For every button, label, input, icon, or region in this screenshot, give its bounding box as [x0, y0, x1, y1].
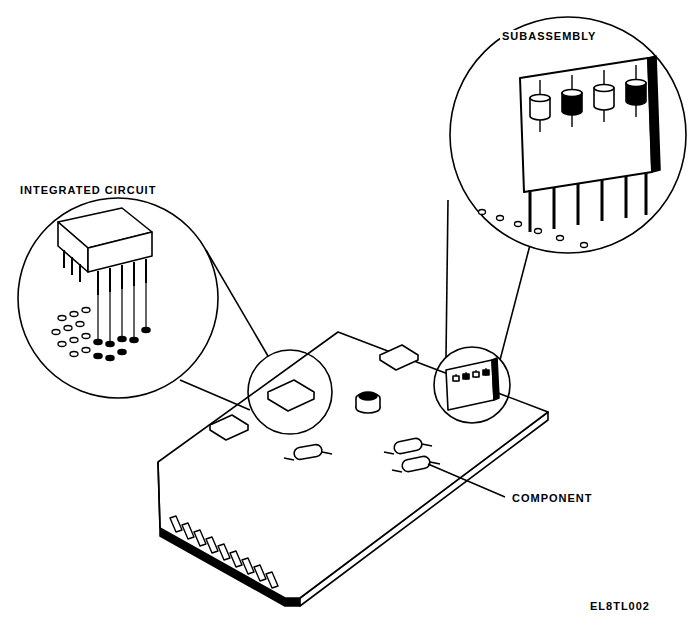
- zoom-leader: [500, 245, 530, 360]
- part-label: INTEGRATED CIRCUIT: [18, 184, 158, 197]
- zoom-leader: [446, 200, 448, 357]
- figure-id: EL8TL002: [588, 600, 652, 613]
- part-label: SUBASSEMBLY: [500, 30, 598, 43]
- round-component: [356, 392, 380, 413]
- chip: [210, 345, 418, 440]
- leader-line: [428, 464, 505, 497]
- edge-connector: [170, 516, 278, 588]
- zoom-circle: [18, 198, 218, 398]
- subassembly-board: [446, 358, 499, 410]
- integrated-circuit-symbol: [52, 208, 152, 361]
- subassembly-symbol: [479, 56, 661, 248]
- zoom-circle: [434, 347, 510, 423]
- part-label: COMPONENT: [510, 492, 595, 505]
- zoom-leader: [180, 380, 250, 410]
- zoom-circle: [248, 350, 332, 434]
- circuit-board: [158, 332, 548, 598]
- resistor-symbol: [284, 437, 440, 473]
- zoom-circle: [450, 17, 686, 253]
- board-edge: [158, 462, 160, 528]
- chip: [268, 380, 314, 411]
